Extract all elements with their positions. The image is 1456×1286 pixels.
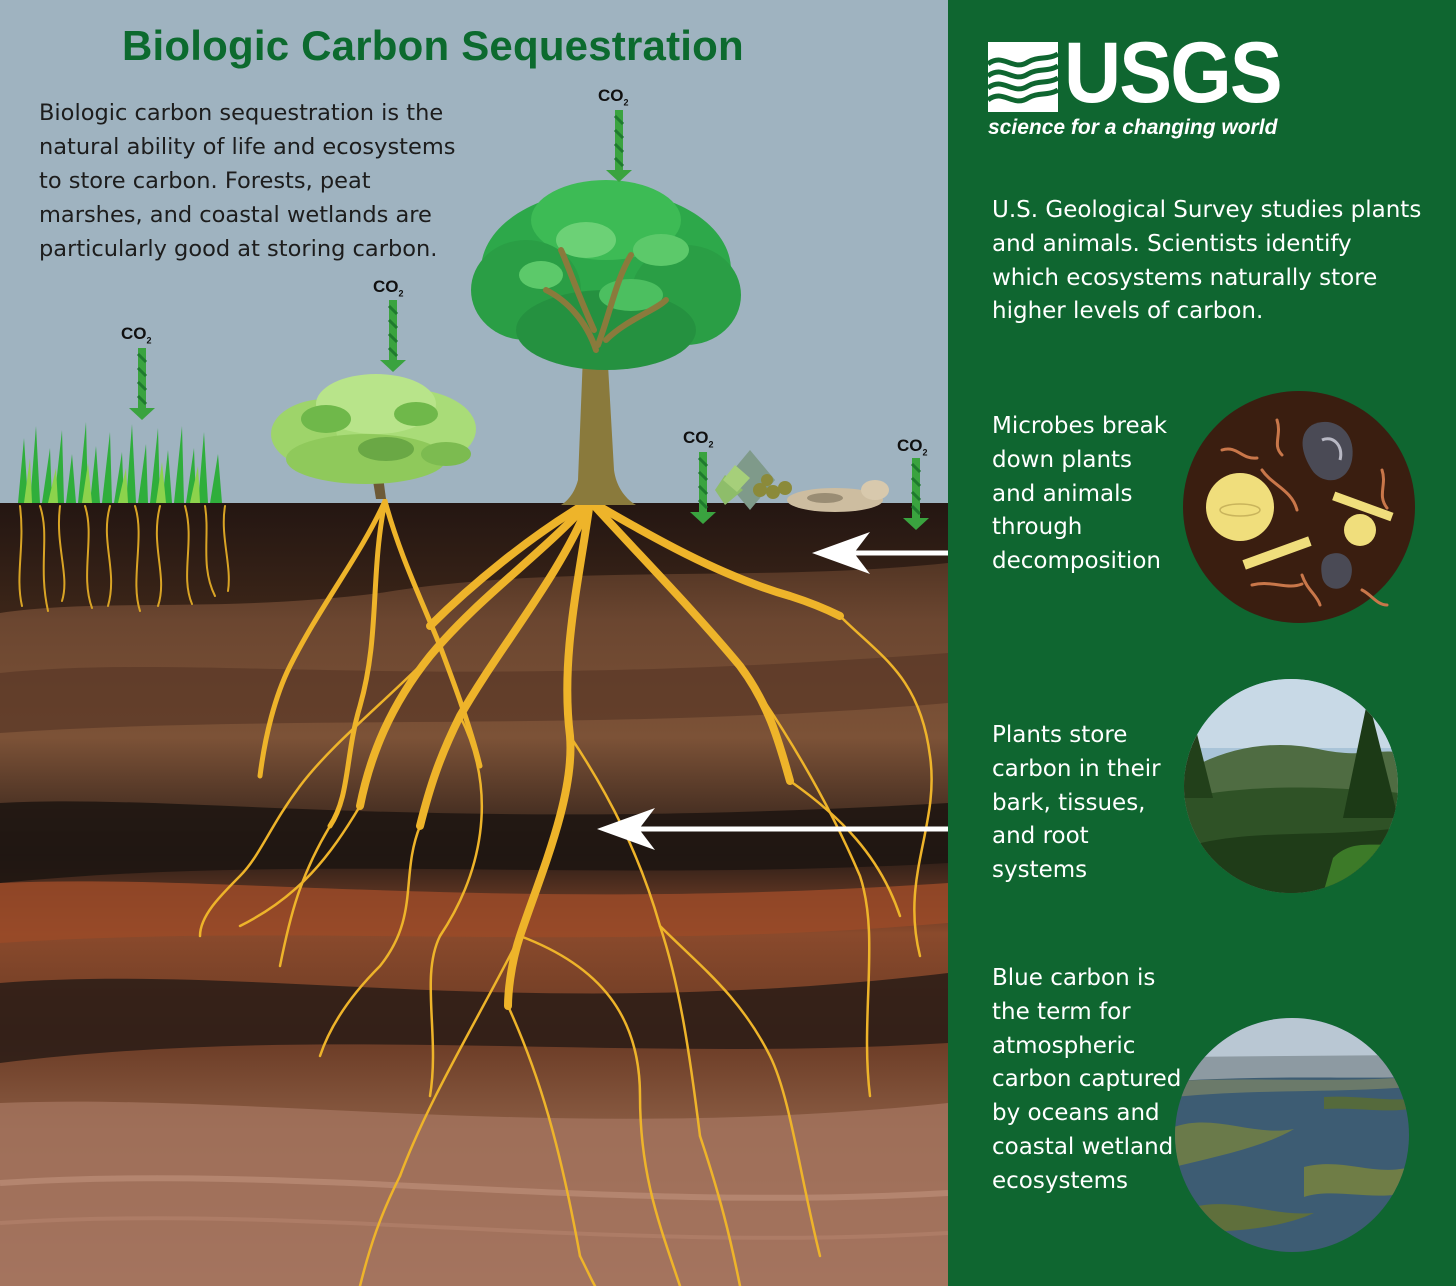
intro-text: Biologic carbon sequestration is the nat… <box>39 100 456 262</box>
root-systems <box>18 497 933 1286</box>
blue-carbon-text: Blue carbon is the term for atmospheric … <box>992 965 1182 1194</box>
co2-arrow-icon <box>129 348 155 420</box>
usgs-description: U.S. Geological Survey studies plants an… <box>992 197 1422 325</box>
co2-label: CO2 <box>897 436 928 458</box>
tree-illustration <box>471 180 741 505</box>
shrub-illustration <box>271 374 476 499</box>
usgs-wave-icon <box>988 42 1058 112</box>
white-arrow-icon <box>597 808 948 850</box>
co2-label: CO2 <box>373 277 404 299</box>
co2-arrow-icon <box>690 452 716 524</box>
coastal-wetland-circle-image <box>1175 1018 1409 1252</box>
co2-label: CO2 <box>121 324 152 346</box>
microbes-text: Microbes break down plants and animals t… <box>992 413 1168 575</box>
grass-illustration <box>18 422 222 503</box>
leaf-litter-illustration <box>715 450 889 512</box>
co2-arrow-icon <box>903 458 929 530</box>
page-title: Biologic Carbon Sequestration <box>122 22 744 69</box>
usgs-logo-tagline: science for a changing world <box>988 116 1278 139</box>
co2-arrow-icon <box>380 300 406 372</box>
plants-text: Plants store carbon in their bark, tissu… <box>992 722 1161 884</box>
co2-label: CO2 <box>683 428 714 450</box>
forest-circle-image <box>1184 679 1398 893</box>
white-arrow-icon <box>812 532 948 574</box>
sky-background <box>0 0 948 503</box>
co2-label: CO2 <box>598 86 629 108</box>
soil-layers-image <box>0 503 948 1286</box>
soil-cross-section <box>0 503 948 1286</box>
co2-arrow-icon <box>606 110 632 182</box>
usgs-logo-wordmark: USGS <box>1064 25 1283 121</box>
microbes-circle-image <box>1183 391 1415 623</box>
